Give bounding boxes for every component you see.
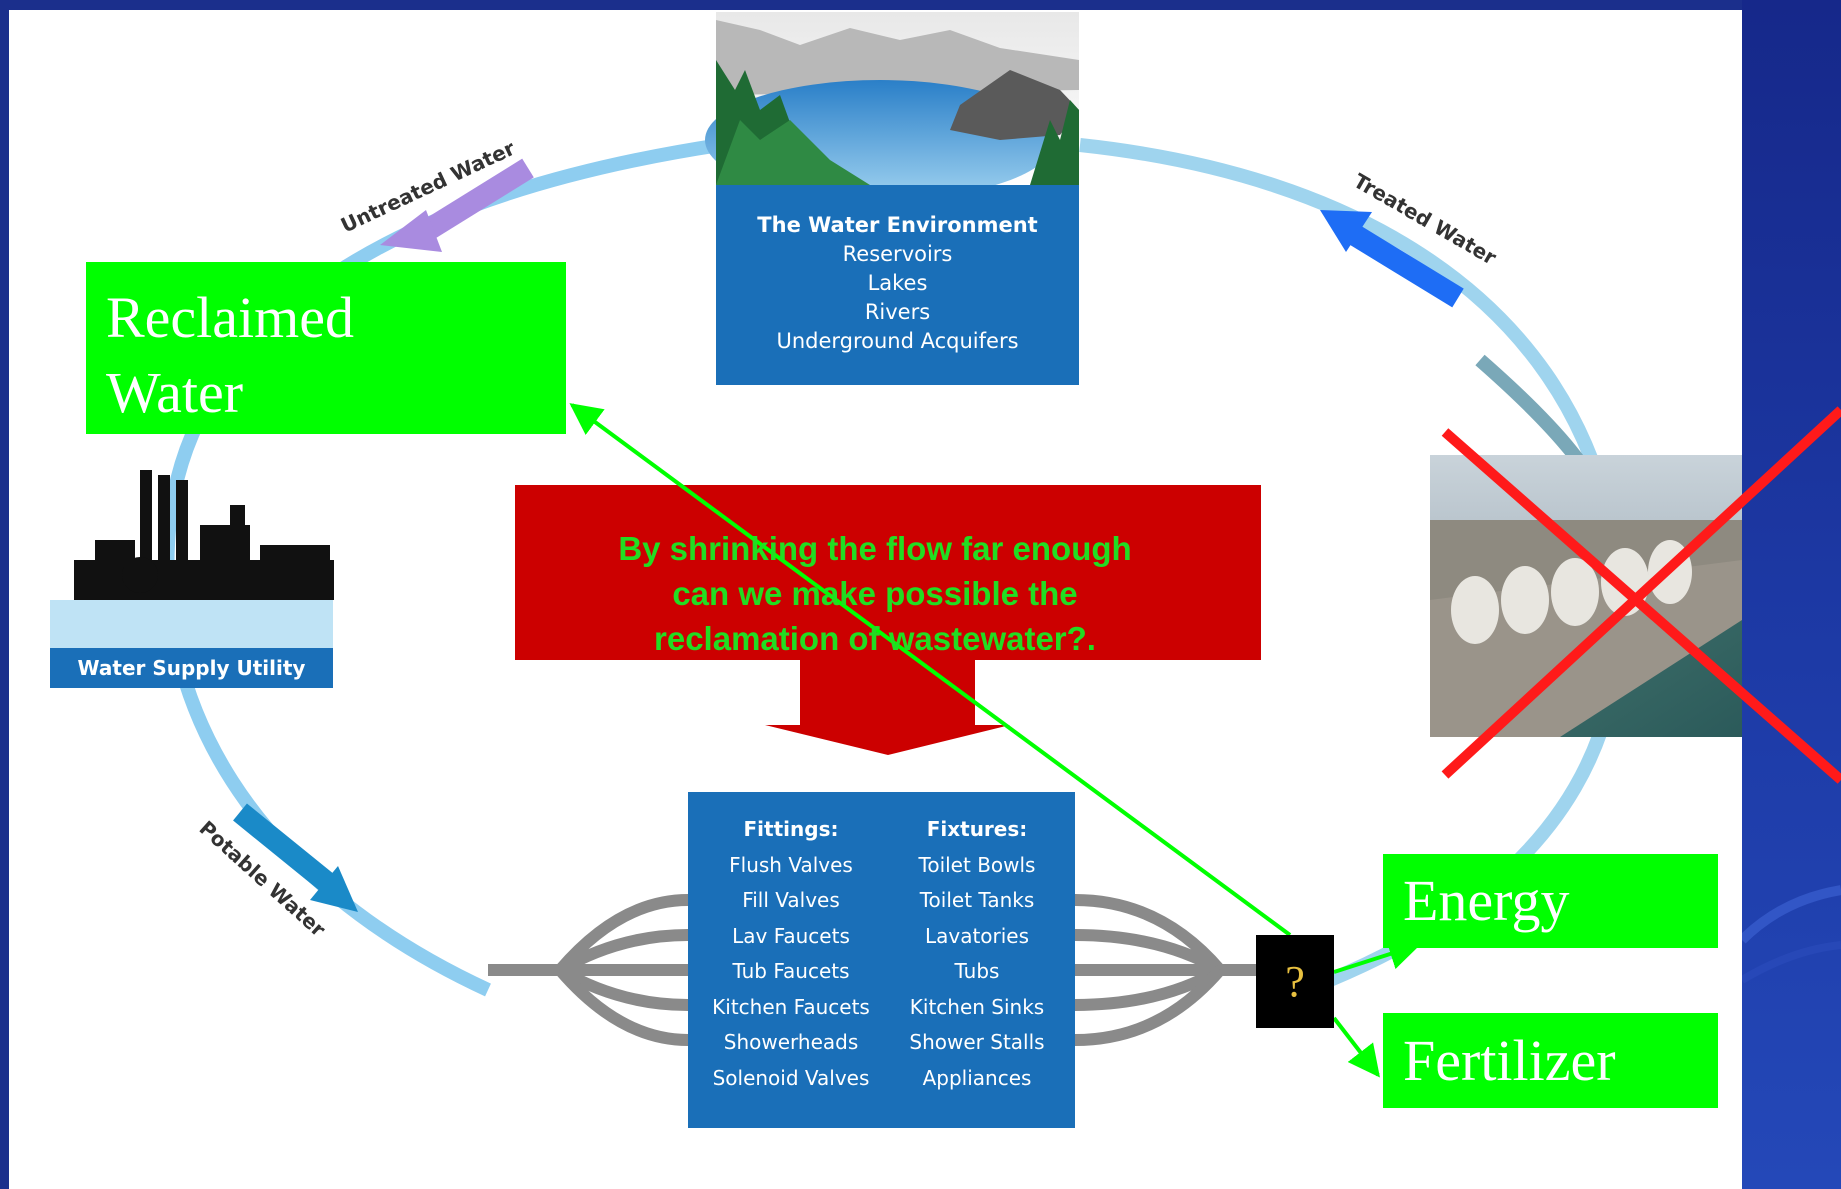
fixture-item: Appliances <box>922 1065 1032 1090</box>
fitting-item: Solenoid Valves <box>712 1065 870 1090</box>
fitting-item: Lav Faucets <box>732 923 850 948</box>
fixture-item: Lavatories <box>924 923 1030 948</box>
reclaim-connector <box>569 403 1292 937</box>
fitting-item: Kitchen Faucets <box>712 994 870 1019</box>
untreated-water-arrow <box>380 158 534 252</box>
reclaimed-line-2: Water <box>106 360 244 425</box>
fitting-item: Tub Faucets <box>732 959 850 983</box>
fixture-item: Toilet Bowls <box>918 852 1036 877</box>
env-item: Underground Acquifers <box>776 329 1019 353</box>
fixtures-title: Fixtures: <box>926 817 1028 841</box>
red-cross-mark <box>1441 406 1841 784</box>
question-line-1: By shrinking the flow far enough <box>618 530 1132 567</box>
fittings-fixtures-box: Fittings: Flush Valves Fill Valves Lav F… <box>688 792 1075 1128</box>
env-item: Lakes <box>867 271 928 295</box>
fittings-title: Fittings: <box>743 817 839 841</box>
fixture-item: Tubs <box>954 959 1000 983</box>
question-line-3: reclamation of wastewater?. <box>654 620 1096 657</box>
env-item: Rivers <box>864 300 931 324</box>
sidebar-wave <box>1742 885 1841 984</box>
fixture-item: Toilet Tanks <box>919 888 1035 912</box>
pipe-manifold-right <box>1074 894 1256 1046</box>
reclaimed-water-box: Reclaimed Water <box>86 262 566 434</box>
fitting-item: Flush Valves <box>729 852 853 877</box>
energy-box: Energy <box>1383 854 1718 948</box>
lake-landscape-image <box>705 12 1079 200</box>
env-item: Reservoirs <box>842 242 953 266</box>
fitting-item: Fill Valves <box>742 888 840 912</box>
fixtures-column: Fixtures: Toilet Bowls Toilet Tanks Lava… <box>888 812 1066 1096</box>
water-environment-box: The Water Environment Reservoirs Lakes R… <box>716 185 1079 385</box>
fixture-item: Kitchen Sinks <box>909 994 1045 1019</box>
question-line-2: can we make possible the <box>672 575 1078 612</box>
fittings-column: Fittings: Flush Valves Fill Valves Lav F… <box>702 812 880 1096</box>
utility-base <box>50 600 333 650</box>
pipe-manifold-left <box>488 894 689 1046</box>
slide-sidebar <box>1742 0 1841 1189</box>
question-mark-box: ? <box>1256 935 1334 1028</box>
fixture-item: Shower Stalls <box>909 1030 1045 1054</box>
fertilizer-connector <box>1332 1016 1380 1078</box>
water-environment-title: The Water Environment <box>757 213 1038 237</box>
red-question-banner <box>515 485 1261 755</box>
factory-icon <box>74 470 334 600</box>
treatment-plant-photo <box>1430 455 1742 737</box>
banner-question-text: By shrinking the flow far enough can we … <box>520 526 1230 661</box>
fertilizer-box: Fertilizer <box>1383 1013 1718 1108</box>
reclaimed-line-1: Reclaimed <box>106 285 355 350</box>
energy-connector <box>1333 938 1422 974</box>
water-supply-utility-label: Water Supply Utility <box>50 648 333 688</box>
potable-water-arrow <box>233 803 358 912</box>
treated-water-arrow <box>1320 210 1464 308</box>
fitting-item: Showerheads <box>723 1030 859 1054</box>
